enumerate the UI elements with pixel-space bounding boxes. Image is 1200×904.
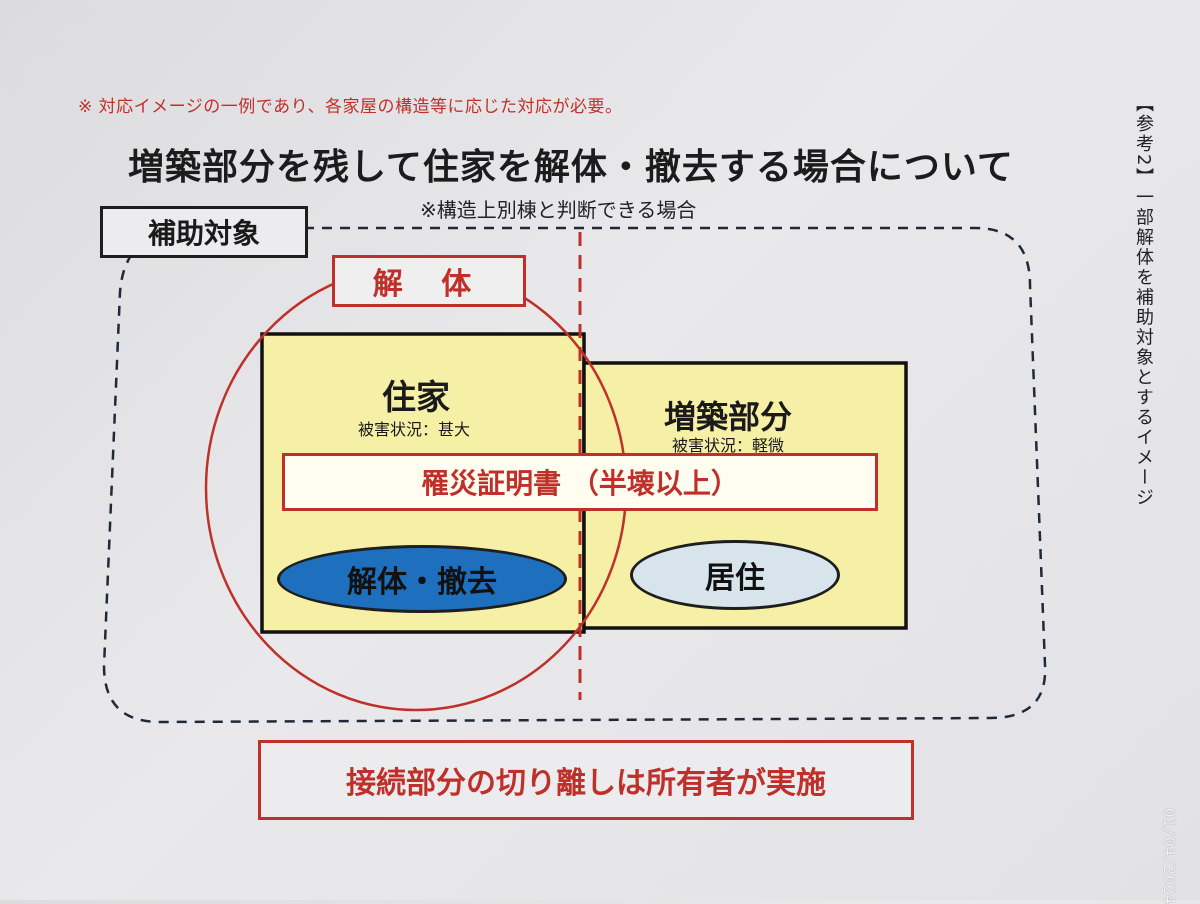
certificate-label: 罹災証明書 （半壊以上）	[282, 453, 878, 511]
extension-damage: 被害状況：軽微	[672, 436, 785, 455]
page-title: 増築部分を残して住家を解体・撤去する場合について	[128, 147, 1014, 188]
subsidy-label: 補助対象	[100, 206, 308, 258]
reference-caption: 【参考2】一部解体を補助対象とするイメージ	[1133, 94, 1154, 508]
main-house-damage: 被害状況：甚大	[358, 420, 471, 439]
disclaimer-note: ※ 対応イメージの一例であり、各家屋の構造等に応じた対応が必要。	[78, 97, 623, 117]
subsidy-boundary	[102, 226, 1047, 724]
demolition-action-oval: 解体・撤去	[277, 545, 567, 613]
residence-action-oval: 居住	[630, 540, 840, 610]
structure-note: ※構造上別棟と判断できる場合	[420, 198, 697, 222]
owner-responsibility-note: 接続部分の切り離しは所有者が実施	[258, 740, 914, 820]
main-house-title: 住家	[382, 378, 450, 418]
date-stamp: 01/04/2024	[1160, 808, 1179, 904]
demolition-label: 解 体	[332, 255, 526, 307]
extension-title: 増築部分	[664, 398, 793, 436]
